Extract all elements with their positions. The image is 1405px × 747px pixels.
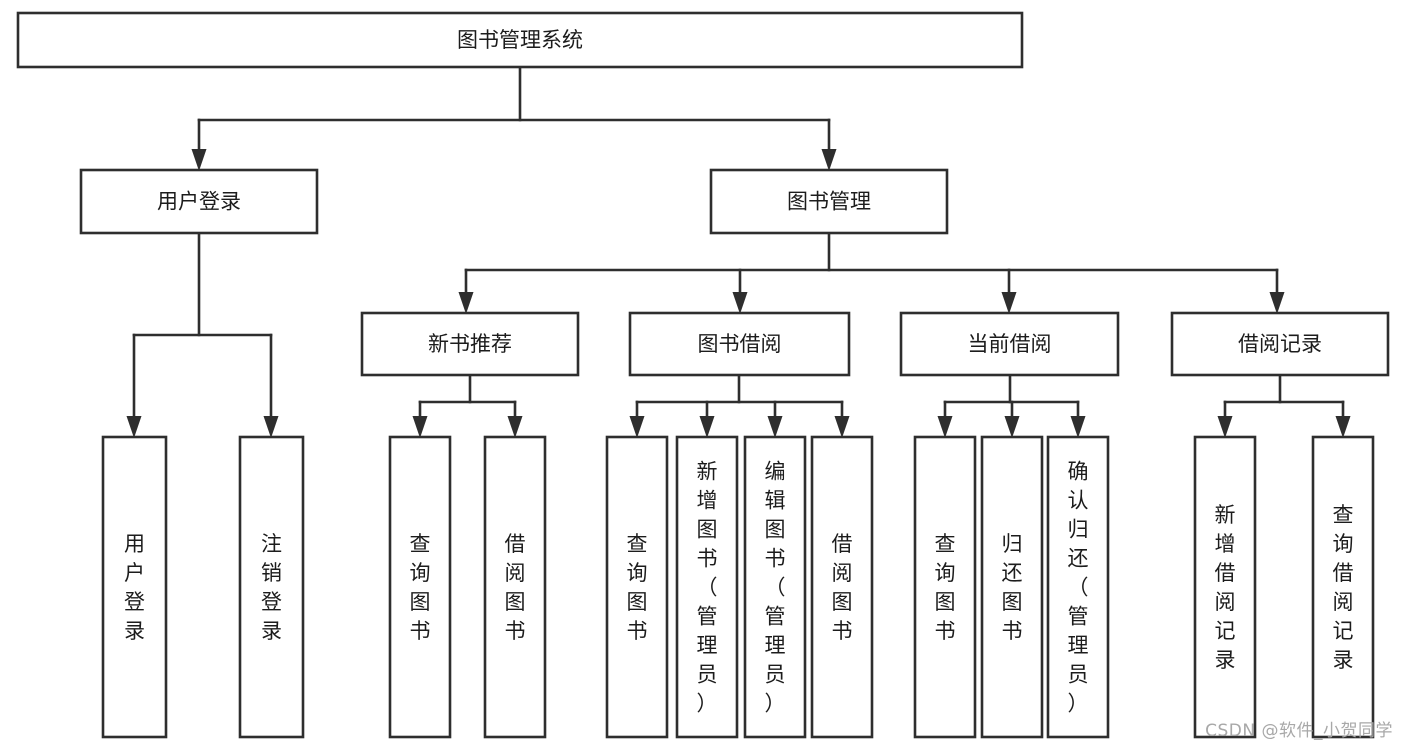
edge-arrowhead bbox=[458, 292, 474, 314]
node-box[interactable] bbox=[238, 435, 305, 739]
node-label: 图书管理 bbox=[787, 190, 871, 214]
node-L5[interactable]: 查询图书 bbox=[605, 435, 669, 739]
edge-arrowhead bbox=[699, 416, 715, 438]
node-label: 借阅图书 bbox=[832, 532, 853, 643]
edge-arrowhead bbox=[1335, 416, 1351, 438]
node-box[interactable] bbox=[675, 435, 739, 739]
node-label: 图书管理系统 bbox=[457, 28, 583, 52]
node-L4[interactable]: 借阅图书 bbox=[483, 435, 547, 739]
node-box[interactable] bbox=[913, 435, 977, 739]
connector-layer bbox=[126, 65, 1351, 438]
node-label: 图书借阅 bbox=[698, 332, 782, 356]
node-L13[interactable]: 查询借阅记录 bbox=[1311, 435, 1375, 739]
node-label: 新书推荐 bbox=[428, 332, 512, 356]
connector-mgmt-bus bbox=[458, 231, 1285, 314]
node-box[interactable] bbox=[1046, 435, 1110, 739]
node-L8[interactable]: 借阅图书 bbox=[810, 435, 874, 739]
node-box[interactable] bbox=[360, 311, 580, 377]
node-label: 借阅记录 bbox=[1238, 332, 1322, 356]
edge-arrowhead bbox=[1004, 416, 1020, 438]
node-n3b[interactable]: 图书借阅 bbox=[628, 311, 851, 377]
node-box[interactable] bbox=[483, 435, 547, 739]
node-label: 新增借阅记录 bbox=[1215, 503, 1236, 672]
node-box[interactable] bbox=[810, 435, 874, 739]
node-label: 查询图书 bbox=[627, 532, 648, 643]
node-label: 用户登录 bbox=[157, 190, 241, 214]
node-box[interactable] bbox=[79, 168, 319, 235]
node-label: 借阅图书 bbox=[505, 532, 526, 643]
edge-arrowhead bbox=[191, 149, 207, 171]
node-box[interactable] bbox=[980, 435, 1044, 739]
edge-arrowhead bbox=[507, 416, 523, 438]
edge-arrowhead bbox=[1269, 292, 1285, 314]
node-box[interactable] bbox=[628, 311, 851, 377]
edge-arrowhead bbox=[1217, 416, 1233, 438]
edge-arrowhead bbox=[126, 416, 142, 438]
edge-arrowhead bbox=[1001, 292, 1017, 314]
node-label: 确认归还（管理员） bbox=[1068, 460, 1089, 716]
connector-cur-bus bbox=[937, 373, 1086, 438]
connector-log-bus bbox=[1217, 373, 1351, 438]
node-L12[interactable]: 新增借阅记录 bbox=[1193, 435, 1257, 739]
node-L2[interactable]: 注销登录 bbox=[238, 435, 305, 739]
edge-arrowhead bbox=[821, 149, 837, 171]
edge-arrowhead bbox=[412, 416, 428, 438]
connector-rec-bus bbox=[412, 373, 523, 438]
node-label: 编辑图书（管理员） bbox=[765, 460, 786, 716]
node-L1[interactable]: 用户登录 bbox=[101, 435, 168, 739]
node-label: 用户登录 bbox=[124, 532, 145, 643]
edge-arrowhead bbox=[1070, 416, 1086, 438]
node-box[interactable] bbox=[1193, 435, 1257, 739]
node-L9[interactable]: 查询图书 bbox=[913, 435, 977, 739]
node-L3[interactable]: 查询图书 bbox=[388, 435, 452, 739]
watermark-label: CSDN @软件_小贺同学 bbox=[1205, 721, 1393, 741]
edge-arrowhead bbox=[263, 416, 279, 438]
node-box[interactable] bbox=[101, 435, 168, 739]
node-label: 查询图书 bbox=[410, 532, 431, 643]
node-box[interactable] bbox=[605, 435, 669, 739]
edge-arrowhead bbox=[937, 416, 953, 438]
node-box[interactable] bbox=[16, 11, 1024, 69]
node-n2b[interactable]: 图书管理 bbox=[709, 168, 949, 235]
node-label: 新增图书（管理员） bbox=[697, 460, 718, 716]
node-box[interactable] bbox=[709, 168, 949, 235]
edge-arrowhead bbox=[767, 416, 783, 438]
connector-borrow-bus bbox=[629, 373, 850, 438]
node-L11[interactable]: 确认归还（管理员） bbox=[1046, 435, 1110, 739]
connector-root-bus bbox=[191, 65, 837, 171]
node-n3c[interactable]: 当前借阅 bbox=[899, 311, 1120, 377]
node-root[interactable]: 图书管理系统 bbox=[16, 11, 1024, 69]
edge-arrowhead bbox=[732, 292, 748, 314]
node-box[interactable] bbox=[388, 435, 452, 739]
node-n3d[interactable]: 借阅记录 bbox=[1170, 311, 1390, 377]
node-L10[interactable]: 归还图书 bbox=[980, 435, 1044, 739]
node-layer: 图书管理系统用户登录图书管理新书推荐图书借阅当前借阅借阅记录用户登录注销登录查询… bbox=[16, 11, 1390, 739]
node-box[interactable] bbox=[1170, 311, 1390, 377]
edge-arrowhead bbox=[629, 416, 645, 438]
edge-arrowhead bbox=[834, 416, 850, 438]
node-label: 查询图书 bbox=[935, 532, 956, 643]
node-box[interactable] bbox=[1311, 435, 1375, 739]
node-label: 当前借阅 bbox=[968, 332, 1052, 356]
connector-login-bus bbox=[126, 231, 279, 438]
node-n3a[interactable]: 新书推荐 bbox=[360, 311, 580, 377]
node-label: 注销登录 bbox=[261, 532, 282, 643]
node-box[interactable] bbox=[743, 435, 807, 739]
node-L6[interactable]: 新增图书（管理员） bbox=[675, 435, 739, 739]
node-n2a[interactable]: 用户登录 bbox=[79, 168, 319, 235]
node-label: 归还图书 bbox=[1002, 532, 1023, 643]
node-label: 查询借阅记录 bbox=[1333, 503, 1354, 672]
node-L7[interactable]: 编辑图书（管理员） bbox=[743, 435, 807, 739]
node-box[interactable] bbox=[899, 311, 1120, 377]
